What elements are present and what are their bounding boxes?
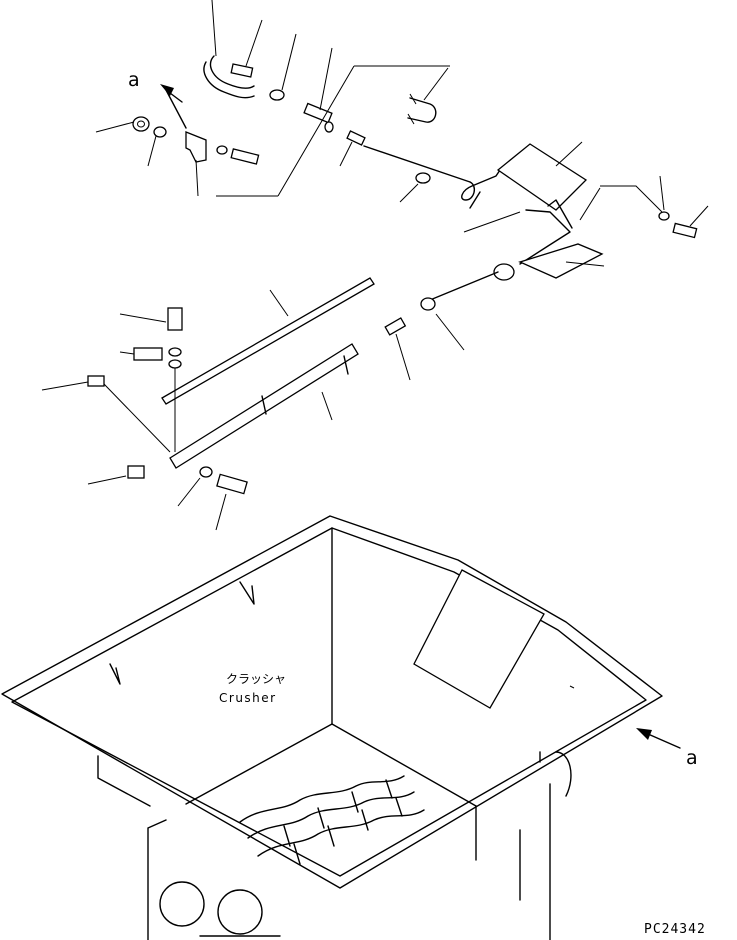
strip <box>161 277 375 405</box>
bolt-3 <box>167 307 183 331</box>
crusher <box>1 515 663 940</box>
bolt-4 <box>216 473 248 495</box>
crusher-label-jp: クラッシャ <box>226 672 286 686</box>
side-panel <box>413 569 545 709</box>
bolt-2 <box>672 222 698 239</box>
leader-lines-2 <box>41 289 333 531</box>
roller-end <box>159 881 205 927</box>
washer-5 <box>199 466 213 478</box>
coil <box>493 263 515 281</box>
washer <box>153 126 167 138</box>
drawing-number: PC24342 <box>644 922 706 937</box>
fitting <box>230 63 254 78</box>
roller-end-2 <box>217 889 263 935</box>
crusher-label-en: Crusher <box>219 691 277 705</box>
hopper-rim <box>1 515 663 889</box>
hose-piece <box>203 61 255 99</box>
bolt <box>230 148 260 165</box>
middle-assembly <box>87 277 375 495</box>
nut <box>132 116 150 132</box>
roller-teeth <box>239 775 425 865</box>
fitting-2 <box>346 130 366 146</box>
leader-lines <box>95 0 709 381</box>
washer-3 <box>658 211 670 221</box>
clamp <box>415 172 431 184</box>
washer-2 <box>216 145 228 155</box>
arrow-a-right-label: a <box>686 747 698 769</box>
tag-plate-2 <box>518 243 604 279</box>
u-bolt <box>407 97 437 123</box>
pipe-top <box>363 145 471 183</box>
arrow-a-top: a <box>128 69 187 129</box>
fitting-3 <box>384 317 407 336</box>
bracket <box>185 131 207 163</box>
clip <box>269 89 285 101</box>
hose-sleeve <box>303 102 333 124</box>
top-assembly <box>132 55 698 336</box>
tag-plate <box>496 143 588 211</box>
fitting-4 <box>87 375 105 387</box>
crusher-body <box>147 783 551 940</box>
arrow-a-right: a <box>636 728 698 769</box>
tag <box>133 347 163 361</box>
washer-4 <box>168 347 182 357</box>
fitting-5 <box>127 465 145 479</box>
clamp-2 <box>420 297 436 311</box>
arrow-a-top-label: a <box>128 69 140 91</box>
